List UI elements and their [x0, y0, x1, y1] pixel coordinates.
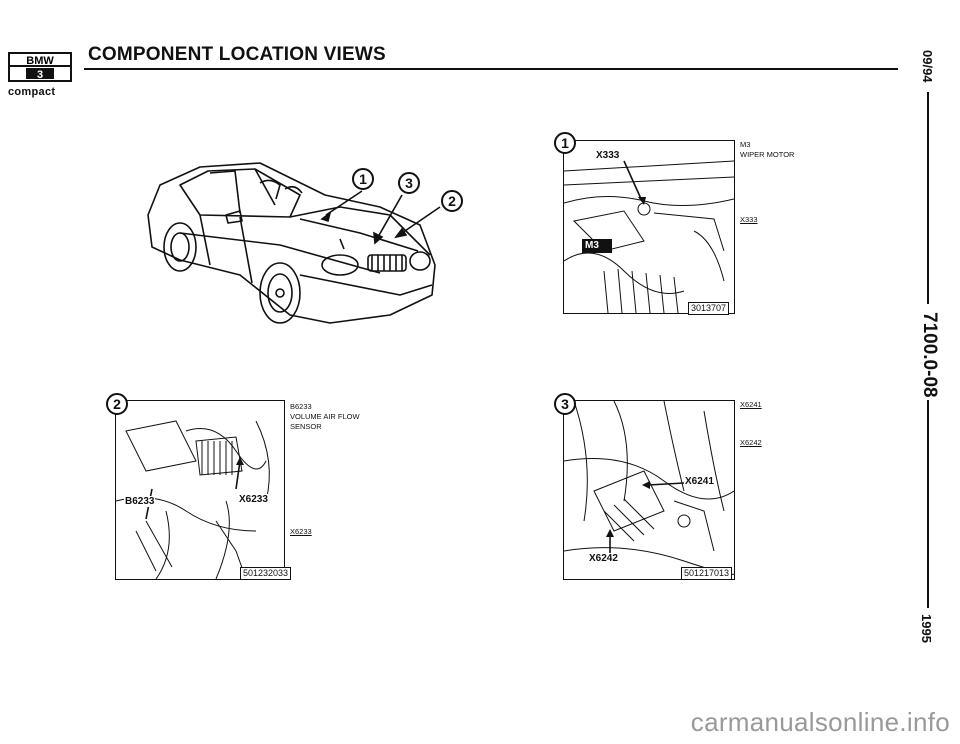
figure-2-label-volume-air-flow: VOLUME AIR FLOW: [290, 412, 360, 421]
figure-2-label-x6233-text: X6233: [290, 527, 312, 536]
car-illustration: [147, 162, 441, 324]
figure-1-label-m3: M3: [740, 140, 751, 149]
figure-2-label-b6233: B6233: [290, 402, 312, 411]
figure-1-label-wiper-motor: WIPER MOTOR: [740, 150, 795, 159]
car-marker-3: 3: [398, 172, 420, 194]
svg-text:3: 3: [37, 69, 43, 81]
figure-2-photo: [115, 400, 285, 580]
side-code: 7100.0-08: [919, 312, 940, 398]
figure-1-number: 1: [554, 132, 576, 154]
figure-1-drawing: [564, 160, 734, 313]
svg-text:BMW: BMW: [26, 55, 54, 67]
header-rule: [84, 68, 898, 70]
figure-3-number: 3: [554, 393, 576, 415]
figure-3-label-x6241: X6241: [740, 400, 762, 410]
figure-3-label-x6241-text: X6241: [740, 400, 762, 409]
car-marker-2: 2: [441, 190, 463, 212]
figure-2-callout-b6233: B6233: [124, 496, 156, 507]
figure-2-label-x6233: X6233: [290, 527, 312, 537]
figure-2-callout-x6233: X6233: [238, 494, 269, 505]
side-line-2: [927, 400, 929, 608]
watermark: carmanualsonline.info: [690, 707, 950, 737]
side-year: 1995: [919, 614, 934, 643]
figure-2-image-number: 501232033: [240, 567, 292, 580]
figure-1-label-x333: X333: [740, 215, 758, 225]
figure-1-image-number: 3013707: [688, 302, 730, 315]
side-line-1: [927, 92, 929, 304]
figure-1-callout-x333: X333: [595, 150, 621, 161]
figure-2-label-sensor: SENSOR: [290, 422, 322, 431]
figure-3-callout-x6242: X6242: [588, 553, 619, 564]
figure-1-label-x333-text: X333: [740, 215, 758, 224]
figure-3-drawing: [564, 401, 734, 575]
series-name: compact: [8, 86, 56, 98]
figure-3-label-x6242: X6242: [740, 438, 762, 448]
figure-3-photo: [563, 400, 735, 580]
figure-2-number: 2: [106, 393, 128, 415]
figure-3-label-x6242-text: X6242: [740, 438, 762, 447]
figure-2-drawing: [116, 420, 270, 579]
figure-1-photo: [563, 140, 735, 314]
bmw-3-logo: BMW 3: [8, 52, 72, 82]
side-date: 09/94: [920, 50, 935, 83]
figure-3-image-number: 501217013: [681, 567, 733, 580]
figure-3-callout-x6241: X6241: [684, 476, 715, 487]
figure-1-callout-m3: M3: [584, 240, 600, 251]
car-marker-1: 1: [352, 168, 374, 190]
page-title: COMPONENT LOCATION VIEWS: [88, 44, 386, 65]
